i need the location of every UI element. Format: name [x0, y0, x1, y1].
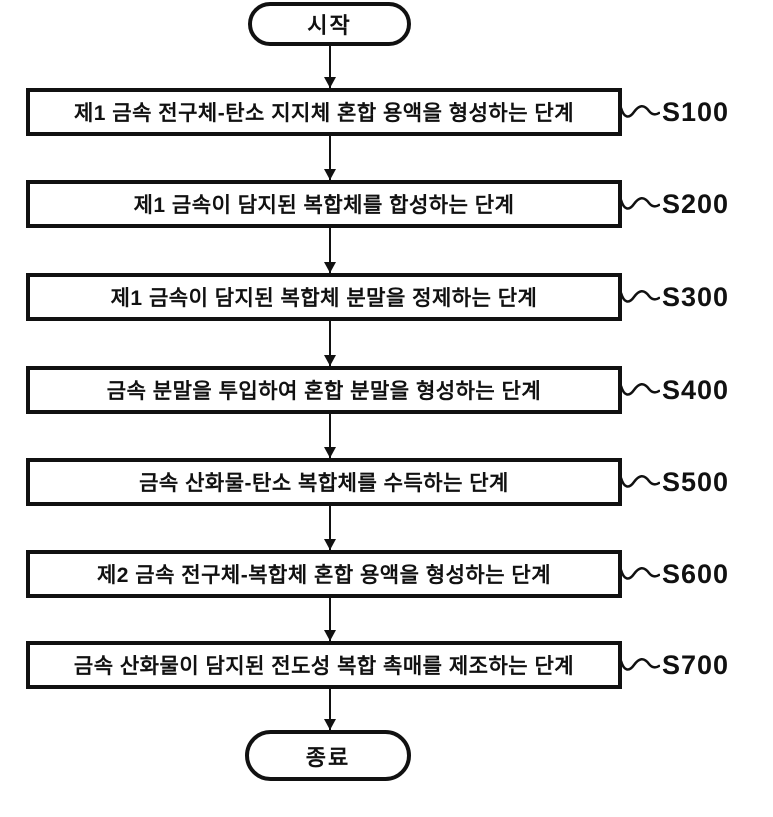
step-ref-s500: S500: [620, 458, 772, 506]
step-ref-s100: S100: [620, 88, 772, 136]
tilde-connector-icon: [620, 105, 660, 118]
process-box-s100: 제1 금속 전구체-탄소 지지체 혼합 용액을 형성하는 단계: [26, 88, 622, 136]
step-code: S600: [662, 558, 730, 589]
flow-arrow-down-icon: [324, 598, 336, 641]
process-box-s300: 제1 금속이 담지된 복합체 분말을 정제하는 단계: [26, 273, 622, 321]
flow-arrow-down-icon: [324, 228, 336, 273]
process-label: 금속 산화물이 담지된 전도성 복합 촉매를 제조하는 단계: [73, 655, 575, 678]
process-box-s400: 금속 분말을 투입하여 혼합 분말을 형성하는 단계: [26, 366, 622, 414]
step-ref-s200: S200: [620, 180, 772, 228]
tilde-connector-icon: [620, 383, 660, 396]
process-label: 금속 분말을 투입하여 혼합 분말을 형성하는 단계: [106, 380, 542, 403]
process-label: 제1 금속이 담지된 복합체 분말을 정제하는 단계: [110, 287, 538, 310]
process-box-s600: 제2 금속 전구체-복합체 혼합 용액을 형성하는 단계: [26, 550, 622, 598]
process-box-s500: 금속 산화물-탄소 복합체를 수득하는 단계: [26, 458, 622, 506]
tilde-connector-icon: [620, 290, 660, 303]
flow-arrow-down-icon: [324, 506, 336, 550]
tilde-connector-icon: [620, 567, 660, 580]
step-ref-s700: S700: [620, 641, 772, 689]
step-ref-s300: S300: [620, 273, 772, 321]
end-label: 종료: [305, 744, 351, 770]
tilde-connector-icon: [620, 475, 660, 488]
step-code: S700: [662, 649, 730, 680]
flow-arrow-down-icon: [324, 321, 336, 366]
tilde-connector-icon: [620, 658, 660, 671]
end-terminator: 종료: [245, 730, 411, 781]
step-ref-s400: S400: [620, 366, 772, 414]
step-code: S400: [662, 374, 730, 405]
flow-arrow-down-icon: [324, 136, 336, 180]
process-box-s200: 제1 금속이 담지된 복합체를 합성하는 단계: [26, 180, 622, 228]
process-box-s700: 금속 산화물이 담지된 전도성 복합 촉매를 제조하는 단계: [26, 641, 622, 689]
flow-arrow-down-icon: [324, 45, 336, 88]
step-code: S300: [662, 281, 730, 312]
start-label: 시작: [307, 13, 352, 38]
flow-arrow-down-icon: [324, 689, 336, 730]
process-label: 제1 금속 전구체-탄소 지지체 혼합 용액을 형성하는 단계: [73, 102, 575, 125]
process-label: 제1 금속이 담지된 복합체를 합성하는 단계: [133, 194, 515, 217]
step-code: S100: [662, 96, 730, 127]
tilde-connector-icon: [620, 197, 660, 210]
step-code: S500: [662, 466, 730, 497]
process-label: 제2 금속 전구체-복합체 혼합 용액을 형성하는 단계: [96, 564, 552, 587]
process-label: 금속 산화물-탄소 복합체를 수득하는 단계: [139, 472, 509, 495]
step-ref-s600: S600: [620, 550, 772, 598]
flow-arrow-down-icon: [324, 414, 336, 458]
step-code: S200: [662, 188, 730, 219]
start-terminator: 시작: [248, 2, 411, 46]
